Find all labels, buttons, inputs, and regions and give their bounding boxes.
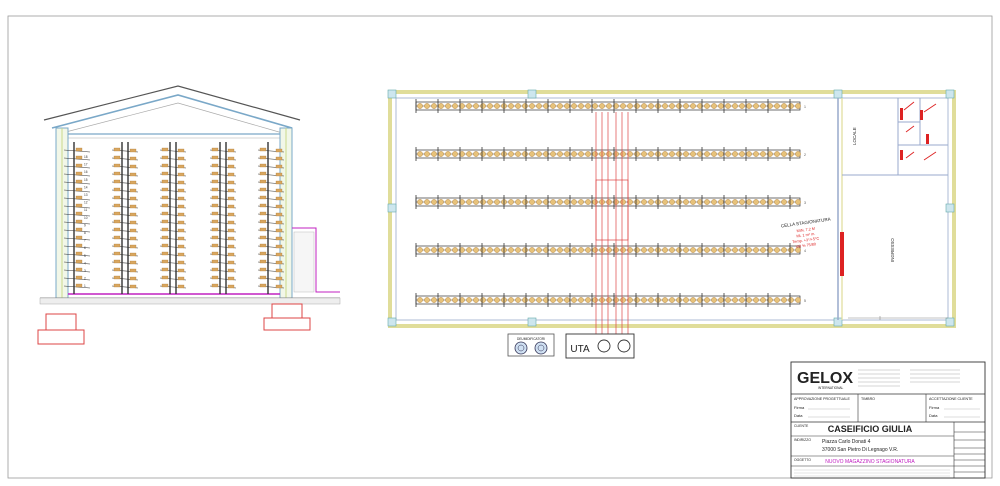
- rack-level-number: 17: [84, 163, 88, 167]
- rack-level-number: 4: [84, 261, 86, 265]
- address-line-2: 37000 San Pietro Di Legnago V.R.: [822, 447, 898, 453]
- structural-column: [945, 203, 955, 213]
- structural-column: [833, 89, 843, 99]
- left-footing: [37, 329, 85, 345]
- rack-level-number: 18: [84, 155, 88, 159]
- rack-level-number: 1: [84, 284, 86, 288]
- svg-text:Ml. 1 m² m.: Ml. 1 m² m.: [796, 232, 815, 239]
- rack-level-number: 13: [84, 193, 88, 197]
- svg-text:MIN. 7.2 M: MIN. 7.2 M: [796, 227, 815, 234]
- room-label-locale: LOCALE: [852, 127, 857, 145]
- rack-level-number: 16: [84, 170, 88, 174]
- data-label-left: Data: [794, 413, 803, 418]
- approval-client-label: ACCETTAZIONE CLIENTE: [929, 397, 973, 401]
- plan-rack-row: 1: [415, 99, 806, 113]
- rack-level-number: 12: [84, 201, 88, 205]
- rack-level-number: 7: [84, 239, 86, 243]
- structural-column: [387, 203, 397, 213]
- rack-row-number: 2: [804, 153, 806, 157]
- rack-row-number: 3: [804, 201, 806, 205]
- rack-level-number: 11: [84, 208, 88, 212]
- rack-level-number: 5: [84, 254, 86, 258]
- section-rack: [209, 142, 237, 294]
- structural-column: [387, 317, 397, 327]
- approval-project-label: APPROVAZIONE PROGETTUALE: [794, 397, 850, 401]
- uta-label: UTA: [570, 344, 590, 355]
- structural-column: [527, 89, 537, 99]
- title-block: GELOX INTERNATIONAL APPROVAZIONE PROGETT…: [790, 361, 986, 479]
- room-main-spec: MIN. 7.2 MMl. 1 m² m.Temp. +3°/+5°CUR % …: [792, 227, 819, 249]
- rack-level-number: 3: [84, 269, 86, 273]
- address-line-1: Piazza Carlo Donati 4: [822, 439, 871, 445]
- roof-outline: [43, 85, 301, 121]
- svg-text:Temp. +3°/+5°C: Temp. +3°/+5°C: [792, 237, 819, 245]
- rack-level-number: 10: [84, 216, 88, 220]
- rack-level-number: 15: [84, 178, 88, 182]
- rack-level-number: 9: [84, 223, 86, 227]
- air-duct-trunk: [595, 112, 629, 340]
- client-caption: CLIENTE: [794, 424, 809, 428]
- plan-rack-row: 3: [415, 195, 806, 209]
- stamp-label: TIMBRO: [861, 397, 875, 401]
- floor-plan-view: 1 2 3 4 5 CELLA STAGIONATURA MIN. 7.2 MMl. 1…: [387, 89, 956, 359]
- right-footing: [263, 317, 311, 331]
- plan-rack-row: 5: [415, 293, 806, 307]
- company-logo-subtitle: INTERNATIONAL: [818, 386, 843, 390]
- firma-label-right: Firma: [929, 405, 940, 410]
- structural-column: [387, 89, 397, 99]
- room-main-label: CELLA STAGIONATURA: [781, 217, 831, 229]
- subject-caption: OGGETTO: [794, 458, 811, 462]
- structural-column: [945, 317, 955, 327]
- svg-text:UR % 75/80: UR % 75/80: [795, 242, 816, 249]
- building-section-view: 18 17 16 15 14 13 12 11 10 9 8 7 6 5 4 3 2 1: [37, 85, 341, 345]
- rack-level-number: 8: [84, 231, 86, 235]
- data-label-right: Data: [929, 413, 938, 418]
- plan-rack-row: 2: [415, 147, 806, 161]
- section-rack: [111, 142, 139, 294]
- rack-level-number: 14: [84, 185, 88, 189]
- subject-text: NUOVO MAGAZZINO STAGIONATURA: [825, 459, 915, 465]
- structural-column: [527, 317, 537, 327]
- plan-rack-row: 4: [415, 243, 806, 257]
- room-label-ingresso: INGRESSO: [890, 238, 895, 262]
- svg-text:DEUMIDIFICATORI: DEUMIDIFICATORI: [517, 337, 545, 341]
- rack-row-number: 1: [804, 105, 806, 109]
- rack-level-number: 2: [84, 277, 86, 281]
- company-logo: GELOX: [797, 370, 853, 387]
- section-rack: [257, 142, 285, 294]
- rack-level-number: 6: [84, 246, 86, 250]
- plan-outer-wall: [388, 90, 956, 328]
- rack-row-number: 4: [804, 249, 806, 253]
- client-name: CASEIFICIO GIULIA: [828, 424, 913, 434]
- section-rack: [63, 142, 91, 294]
- structural-column: [945, 89, 955, 99]
- rack-row-number: 5: [804, 299, 806, 303]
- firma-label-left: Firma: [794, 405, 805, 410]
- address-caption: INDIRIZZO: [794, 438, 811, 442]
- section-rack: [159, 142, 187, 294]
- sheet-border: [7, 15, 993, 479]
